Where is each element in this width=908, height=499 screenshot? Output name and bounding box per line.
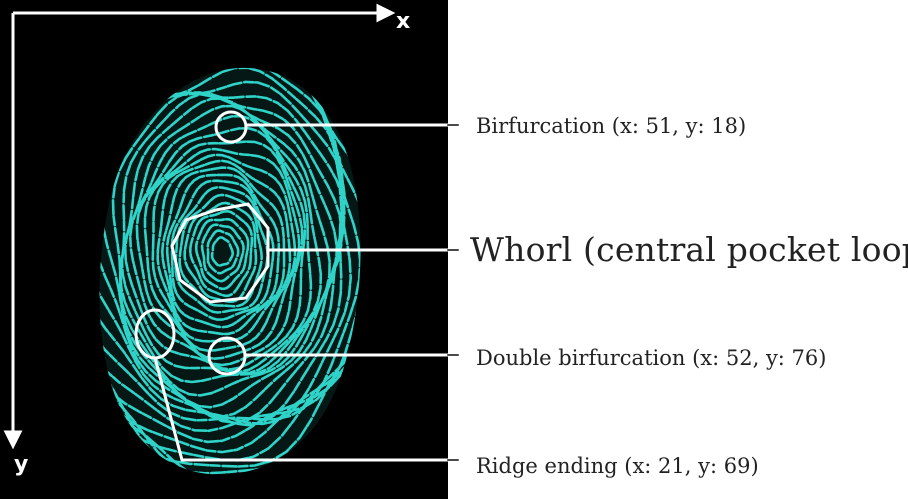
ridge-line bbox=[143, 147, 301, 361]
whorl-marker bbox=[170, 202, 270, 304]
y-axis-label: y bbox=[14, 452, 29, 477]
fingerprint-figure bbox=[3, 3, 396, 475]
birfurcation-label: Birfurcation (x: 51, y: 18) bbox=[476, 114, 747, 138]
ridge-line bbox=[200, 223, 245, 283]
ridge-line bbox=[128, 126, 307, 371]
birfurcation-marker bbox=[214, 110, 248, 144]
ridge-line bbox=[194, 217, 250, 291]
ridge-line bbox=[178, 193, 264, 308]
ridge-line bbox=[99, 67, 361, 462]
ridge-line bbox=[151, 153, 297, 352]
ridge-line bbox=[99, 67, 344, 427]
x-axis-label: x bbox=[396, 9, 411, 34]
x-axis-arrowhead bbox=[376, 3, 396, 23]
ridge-line bbox=[165, 173, 281, 329]
ridge-ending-leader bbox=[153, 356, 450, 462]
ridge-line bbox=[99, 67, 361, 454]
ridge-line bbox=[111, 91, 344, 409]
y-axis-arrowhead bbox=[3, 430, 23, 450]
ridge-line bbox=[156, 159, 292, 343]
ridge-line bbox=[135, 140, 304, 367]
ridge-ending-label: Ridge ending (x: 21, y: 69) bbox=[476, 454, 759, 478]
double-birfurcation-label: Double birfurcation (x: 52, y: 76) bbox=[476, 346, 827, 370]
ridge-line bbox=[206, 229, 240, 275]
ridge-line bbox=[160, 166, 286, 336]
ridge-line bbox=[188, 209, 254, 298]
ridge-line bbox=[174, 185, 269, 314]
ridge-line bbox=[183, 201, 258, 304]
axes bbox=[3, 3, 396, 450]
ridge-line bbox=[101, 91, 346, 419]
ridge-line bbox=[210, 236, 235, 267]
ridge-line bbox=[99, 80, 346, 425]
whorl-label: Whorl (central pocket loop) bbox=[470, 230, 908, 269]
ridge-line bbox=[99, 67, 361, 468]
